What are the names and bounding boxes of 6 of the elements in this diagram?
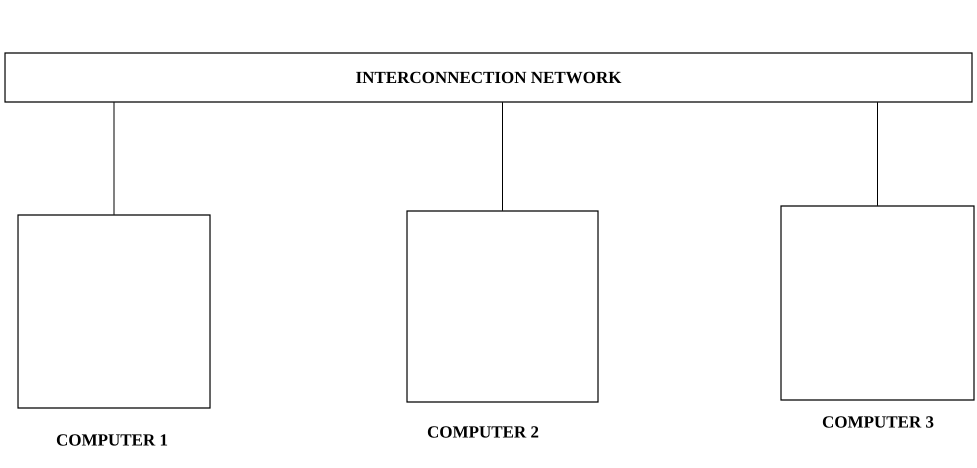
node-label: COMPUTER 2	[428, 426, 538, 438]
network-box: INTERCONNECTION NETWORK	[4, 52, 973, 103]
connector-line	[877, 102, 878, 206]
node-label: COMPUTER 1	[56, 434, 168, 446]
connector-line	[502, 102, 503, 211]
node-label: COMPUTER 3	[822, 416, 934, 428]
